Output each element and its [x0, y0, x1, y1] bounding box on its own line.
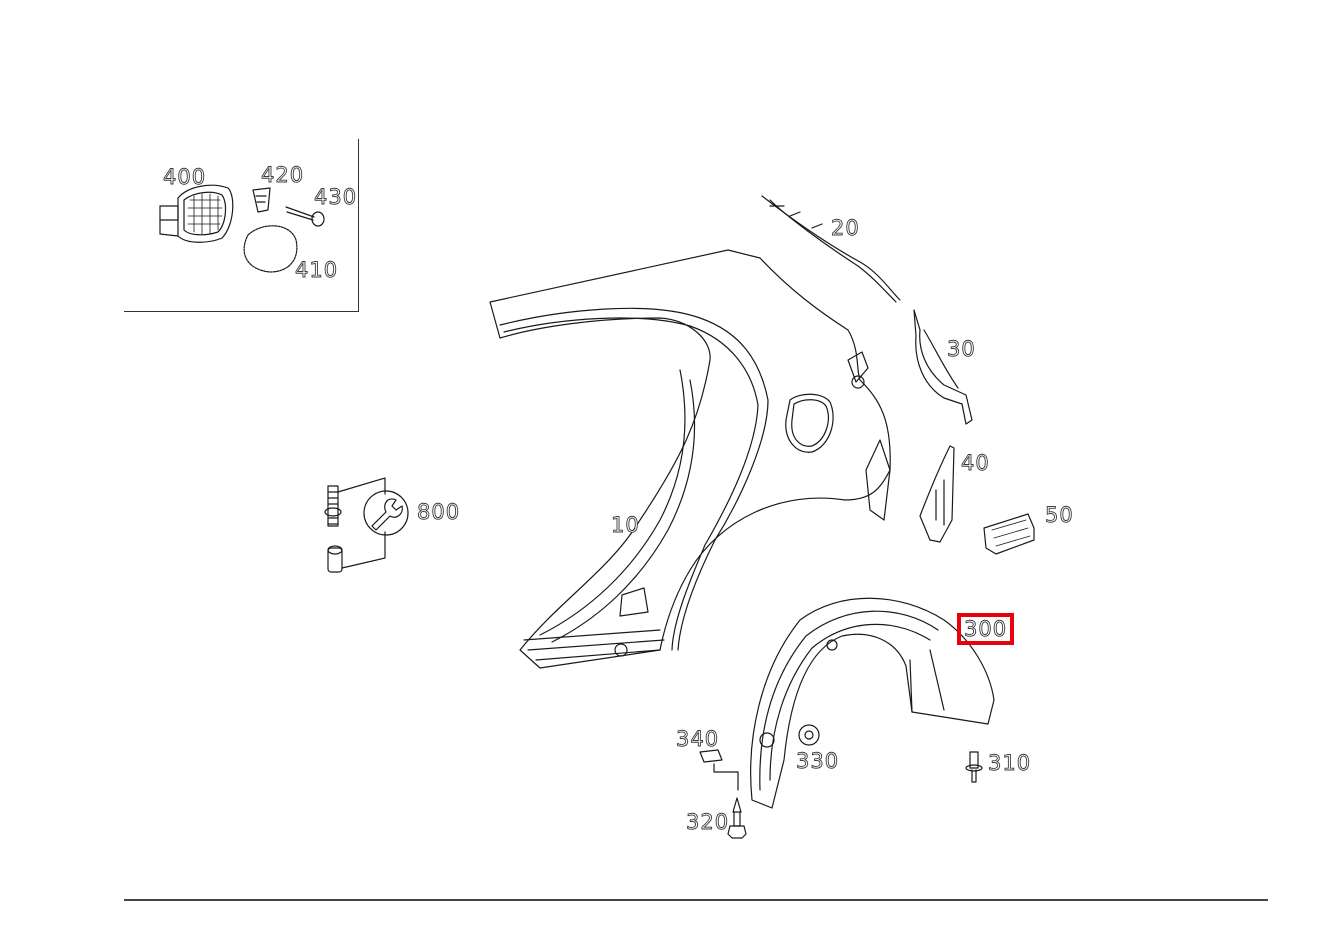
callout-20[interactable]: 20	[831, 216, 860, 240]
clip-420-drawing	[252, 187, 271, 213]
callout-40[interactable]: 40	[961, 451, 990, 475]
callout-430[interactable]: 430	[314, 185, 358, 209]
quarter-panel-10-drawing	[489, 249, 891, 669]
callout-320[interactable]: 320	[686, 810, 730, 834]
callout-330[interactable]: 330	[796, 749, 840, 773]
callout-340[interactable]: 340	[676, 727, 720, 751]
callout-410[interactable]: 410	[295, 258, 339, 282]
grille-50-drawing	[983, 513, 1035, 555]
spring-nut-340-drawing	[699, 749, 739, 791]
fuel-filler-flap-drawing	[159, 184, 234, 243]
plate-40-drawing	[919, 445, 955, 543]
wheel-arch-liner-300-drawing	[750, 597, 995, 809]
callout-300-highlighted[interactable]: 300	[956, 613, 1015, 645]
callout-420[interactable]: 420	[261, 163, 305, 187]
fastener-group-800-drawing	[324, 477, 409, 573]
callout-800[interactable]: 800	[417, 500, 461, 524]
callout-30[interactable]: 30	[947, 337, 976, 361]
bracket-30-drawing	[913, 309, 973, 425]
callout-50[interactable]: 50	[1045, 503, 1074, 527]
strip-20-drawing	[761, 195, 901, 303]
pin-430-drawing	[285, 206, 325, 227]
clip-nut-330-drawing	[798, 724, 820, 746]
footer-divider	[124, 899, 1268, 901]
callout-400[interactable]: 400	[163, 165, 207, 189]
rivet-310-drawing	[965, 751, 983, 783]
seal-ring-410-drawing	[243, 225, 298, 273]
wrench-icon	[364, 491, 408, 535]
fuel-filler-inset-frame	[124, 139, 359, 312]
callout-10[interactable]: 10	[611, 513, 640, 537]
screw-320-drawing	[727, 797, 747, 839]
callout-310[interactable]: 310	[988, 751, 1032, 775]
